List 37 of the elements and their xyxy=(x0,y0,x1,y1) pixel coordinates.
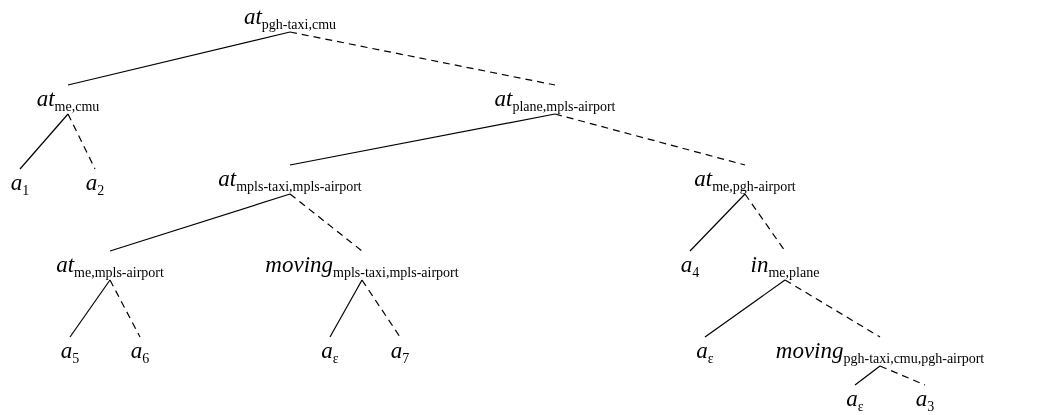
tree-branch xyxy=(69,279,111,338)
tree-branch xyxy=(67,31,291,86)
node-label: a$_{ε}$ xyxy=(319,338,341,364)
tree-branch xyxy=(744,193,786,252)
node-label: moving$_{mpls-taxi,mpls-airport}$ xyxy=(263,252,461,278)
node-label: at$_{plane,mpls-airport}$ xyxy=(492,86,618,112)
node-label: a$_{7}$ xyxy=(388,338,412,364)
tree-branch xyxy=(67,113,96,170)
tree-branch xyxy=(704,279,786,338)
tree-branch xyxy=(329,279,363,338)
tree-branch xyxy=(109,279,141,338)
node-label: a$_{ε}$ xyxy=(844,386,866,412)
node-label: a$_{2}$ xyxy=(83,170,107,196)
node-label: at$_{pgh-taxi,cmu}$ xyxy=(241,4,339,30)
tree-branch xyxy=(109,193,291,252)
node-label: a$_{4}$ xyxy=(678,252,702,278)
node-label: at$_{mpls-taxi,mpls-airport}$ xyxy=(216,166,364,192)
node-label: a$_{5}$ xyxy=(58,338,82,364)
node-label: at$_{me,mpls-airport}$ xyxy=(54,252,166,278)
node-label: in$_{me,plane}$ xyxy=(748,252,822,278)
tree-branch xyxy=(879,365,926,386)
tree-branch xyxy=(289,31,556,86)
tree-branch xyxy=(689,193,746,252)
node-label: at$_{me,pgh-airport}$ xyxy=(692,166,798,192)
node-label: a$_{3}$ xyxy=(913,386,937,412)
tree-branch xyxy=(784,279,881,338)
tree-branch xyxy=(854,365,881,386)
node-label: a$_{ε}$ xyxy=(694,338,716,364)
tree-branch xyxy=(554,113,746,166)
node-label: a$_{1}$ xyxy=(8,170,32,196)
node-label: moving$_{pgh-taxi,cmu,pgh-airport}$ xyxy=(773,338,987,364)
tree-branch xyxy=(361,279,401,338)
tree-branch xyxy=(289,193,363,252)
tree-branch xyxy=(19,113,69,170)
node-label: at$_{me,cmu}$ xyxy=(34,86,102,112)
node-label: a$_{6}$ xyxy=(128,338,152,364)
tree-branch xyxy=(289,113,556,166)
